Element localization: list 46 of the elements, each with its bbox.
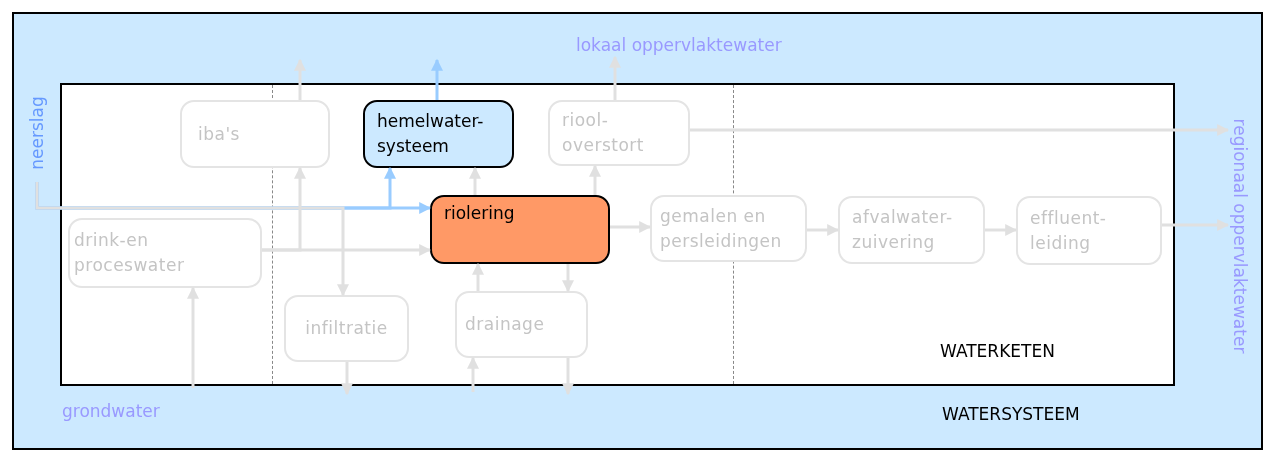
process-box — [284, 295, 409, 362]
arrow — [431, 58, 443, 100]
arrow — [807, 224, 840, 236]
process-box — [363, 100, 514, 168]
chain-box — [60, 83, 1175, 386]
node-label: riool-overstort — [562, 110, 644, 155]
node-label: gemalen en persleidingen — [660, 205, 782, 251]
node-label: drainage — [465, 314, 545, 334]
flow-label: grondwater — [62, 401, 160, 421]
system-band — [12, 12, 1263, 450]
process-box — [1016, 196, 1162, 265]
node-label: afvalwater-zuivering — [852, 207, 953, 252]
arrow — [589, 164, 601, 195]
process-box — [430, 195, 610, 264]
arrow — [1162, 219, 1230, 231]
flow-label: neerslag — [26, 96, 48, 170]
arrow — [467, 356, 479, 392]
node-label: riolering — [444, 203, 515, 223]
process-box — [180, 100, 330, 168]
arrow — [294, 58, 306, 100]
arrow — [35, 182, 349, 297]
arrow — [187, 286, 199, 388]
node-label: effluent-leiding — [1030, 207, 1107, 253]
process-box — [838, 196, 985, 264]
arrow — [562, 358, 574, 396]
flow-label: regionaal oppervlaktewater — [1229, 118, 1251, 354]
area-title: WATERKETEN — [940, 340, 1055, 363]
area-title: WATERSYSTEEM — [942, 403, 1080, 426]
flow-label: lokaal oppervlaktewater — [576, 35, 782, 55]
node-label: hemelwater-systeem — [377, 111, 484, 156]
node-label: infiltratie — [305, 318, 388, 338]
process-box — [455, 291, 588, 358]
arrow — [262, 244, 432, 256]
arrow — [472, 262, 484, 291]
node-label: iba's — [198, 123, 240, 144]
arrow — [690, 124, 1230, 136]
process-box — [68, 218, 262, 288]
arrow — [341, 362, 353, 396]
arrow — [469, 166, 481, 195]
arrow — [609, 55, 621, 100]
arrow — [562, 264, 574, 293]
process-box — [548, 100, 690, 166]
node-label: drink-en proceswater — [74, 230, 185, 275]
arrow — [610, 221, 652, 233]
arrow — [985, 224, 1018, 236]
process-box — [650, 195, 807, 262]
